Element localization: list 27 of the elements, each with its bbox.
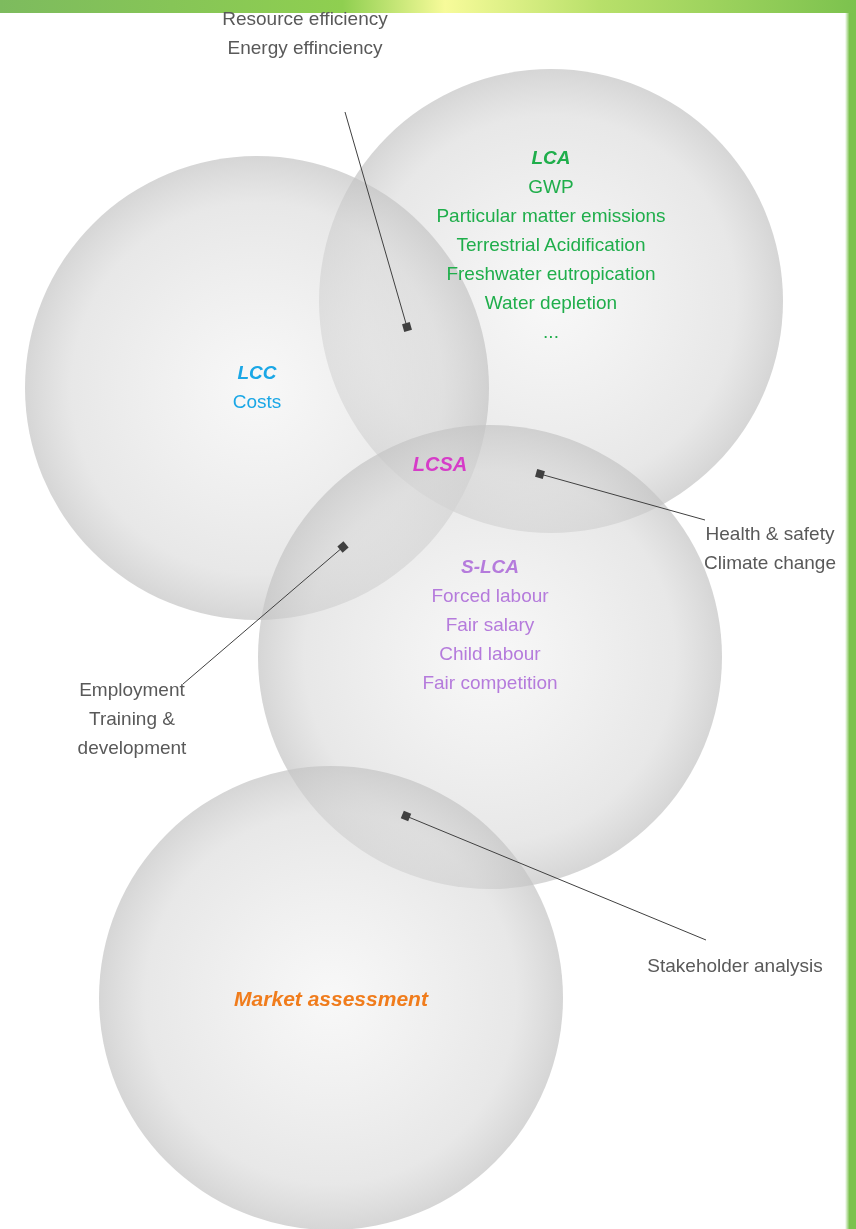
callout-text: Energy effinciency <box>226 36 384 60</box>
category-title: LCA <box>531 146 571 170</box>
callout-text: Climate change <box>703 551 837 575</box>
callout-text: Training & development <box>76 707 188 760</box>
leader-line <box>535 469 706 521</box>
leader-line <box>182 541 349 685</box>
callout-text: Stakeholder analysis <box>646 954 824 978</box>
indicator-text: Fair competition <box>422 671 558 695</box>
indicator-text: Terrestrial Acidification <box>456 233 646 257</box>
indicator-text: Child labour <box>439 642 541 666</box>
indicator-text: Freshwater eutropication <box>446 262 656 286</box>
callout-text: Employment <box>78 678 186 702</box>
category-title: S-LCA <box>460 555 520 579</box>
indicator-text: GWP <box>528 175 574 199</box>
category-title: Market assessment <box>234 986 428 1012</box>
leader-line <box>400 810 707 941</box>
indicator-text: ... <box>543 320 559 344</box>
indicator-text: Costs <box>232 390 282 414</box>
indicator-text: Water depletion <box>484 291 618 315</box>
callout-text: Resource efficiency <box>221 7 389 31</box>
category-title: LCC <box>237 361 277 385</box>
indicator-text: Fair salary <box>445 613 535 637</box>
callout-text: Health & safety <box>704 522 836 546</box>
indicator-text: Forced labour <box>431 584 549 608</box>
overlap-title: LCSA <box>411 452 469 477</box>
indicator-text: Particular matter emissions <box>436 204 666 228</box>
leader-line <box>344 111 412 332</box>
